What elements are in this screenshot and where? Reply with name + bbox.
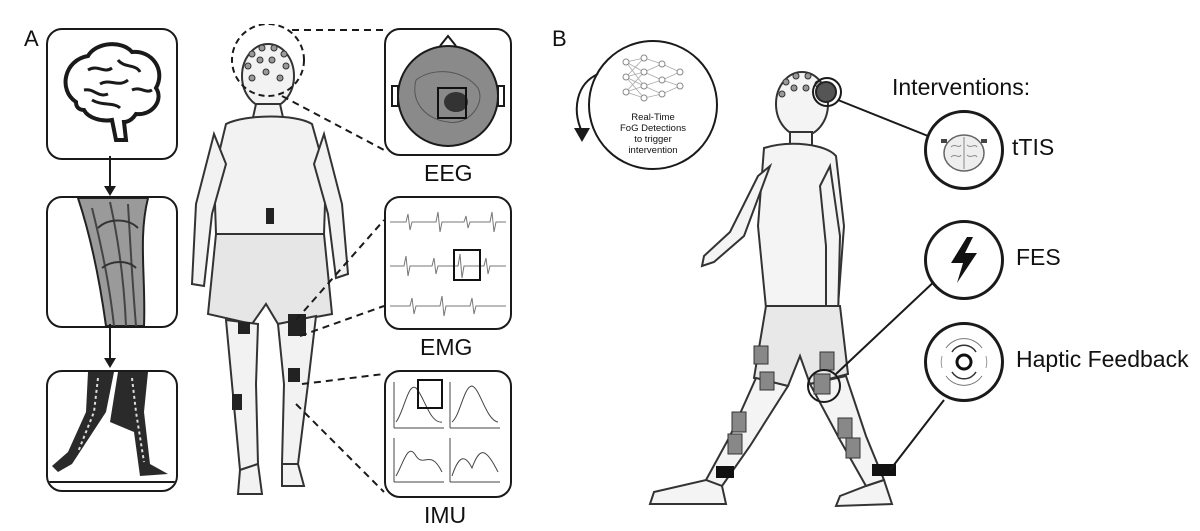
eeg-label: EEG (424, 160, 473, 186)
fog-detection-line1: Real-Time (631, 112, 675, 123)
leg-icon (48, 372, 176, 483)
muscle-box (46, 196, 178, 328)
eeg-box (384, 28, 512, 156)
imu-signal-plots (393, 379, 500, 483)
haptic-circle (924, 322, 1004, 402)
emg-box (384, 196, 512, 330)
ttis-circle (924, 110, 1004, 190)
fog-detection-circle: Real-Time FoG Detections to trigger inte… (588, 40, 718, 170)
panel-b-letter: B (552, 26, 567, 51)
walker-side-figure (648, 71, 896, 508)
fog-detection-text: Real-Time FoG Detections to trigger inte… (590, 112, 716, 156)
muscle-icon (76, 198, 150, 326)
haptic-label: Haptic Feedback (1016, 346, 1189, 372)
vibration-icon (940, 338, 988, 386)
walker-back-figure (190, 24, 350, 495)
interventions-title: Interventions: (892, 74, 1031, 100)
fog-detection-line2: FoG Detections (620, 123, 686, 134)
ttis-label: tTIS (1012, 134, 1055, 160)
flow-arrows (104, 156, 116, 368)
neural-network-icon (622, 54, 684, 102)
imu-label: IMU (424, 502, 467, 528)
leg-box (46, 370, 178, 492)
brain-scan-icon (941, 134, 987, 172)
brain-icon (63, 42, 162, 142)
fog-detection-line3: to trigger (634, 134, 672, 145)
panel-a-letter: A (24, 26, 39, 51)
eeg-topomap (391, 34, 505, 147)
emg-label: EMG (420, 334, 473, 360)
fes-circle (924, 220, 1004, 300)
loop-arrow-icon (574, 73, 599, 142)
lightning-icon (951, 237, 977, 283)
fog-detection-line4: intervention (628, 145, 678, 156)
fes-label: FES (1016, 244, 1061, 270)
emg-signal-plot (390, 211, 506, 317)
brain-box (46, 28, 178, 160)
imu-box (384, 370, 512, 498)
